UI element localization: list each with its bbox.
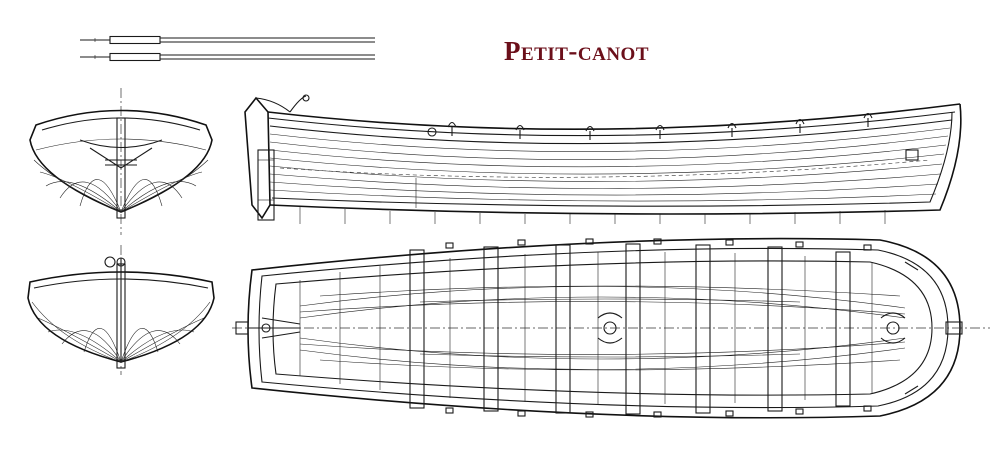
oar-top: [80, 35, 375, 45]
body-plan-bow-section: [29, 88, 213, 235]
oar-bottom: [80, 52, 375, 62]
side-profile: [244, 94, 962, 224]
top-plan: [232, 237, 990, 419]
drawing-title: Petit-canot: [504, 36, 650, 66]
body-plan-stern-section: [27, 245, 215, 375]
